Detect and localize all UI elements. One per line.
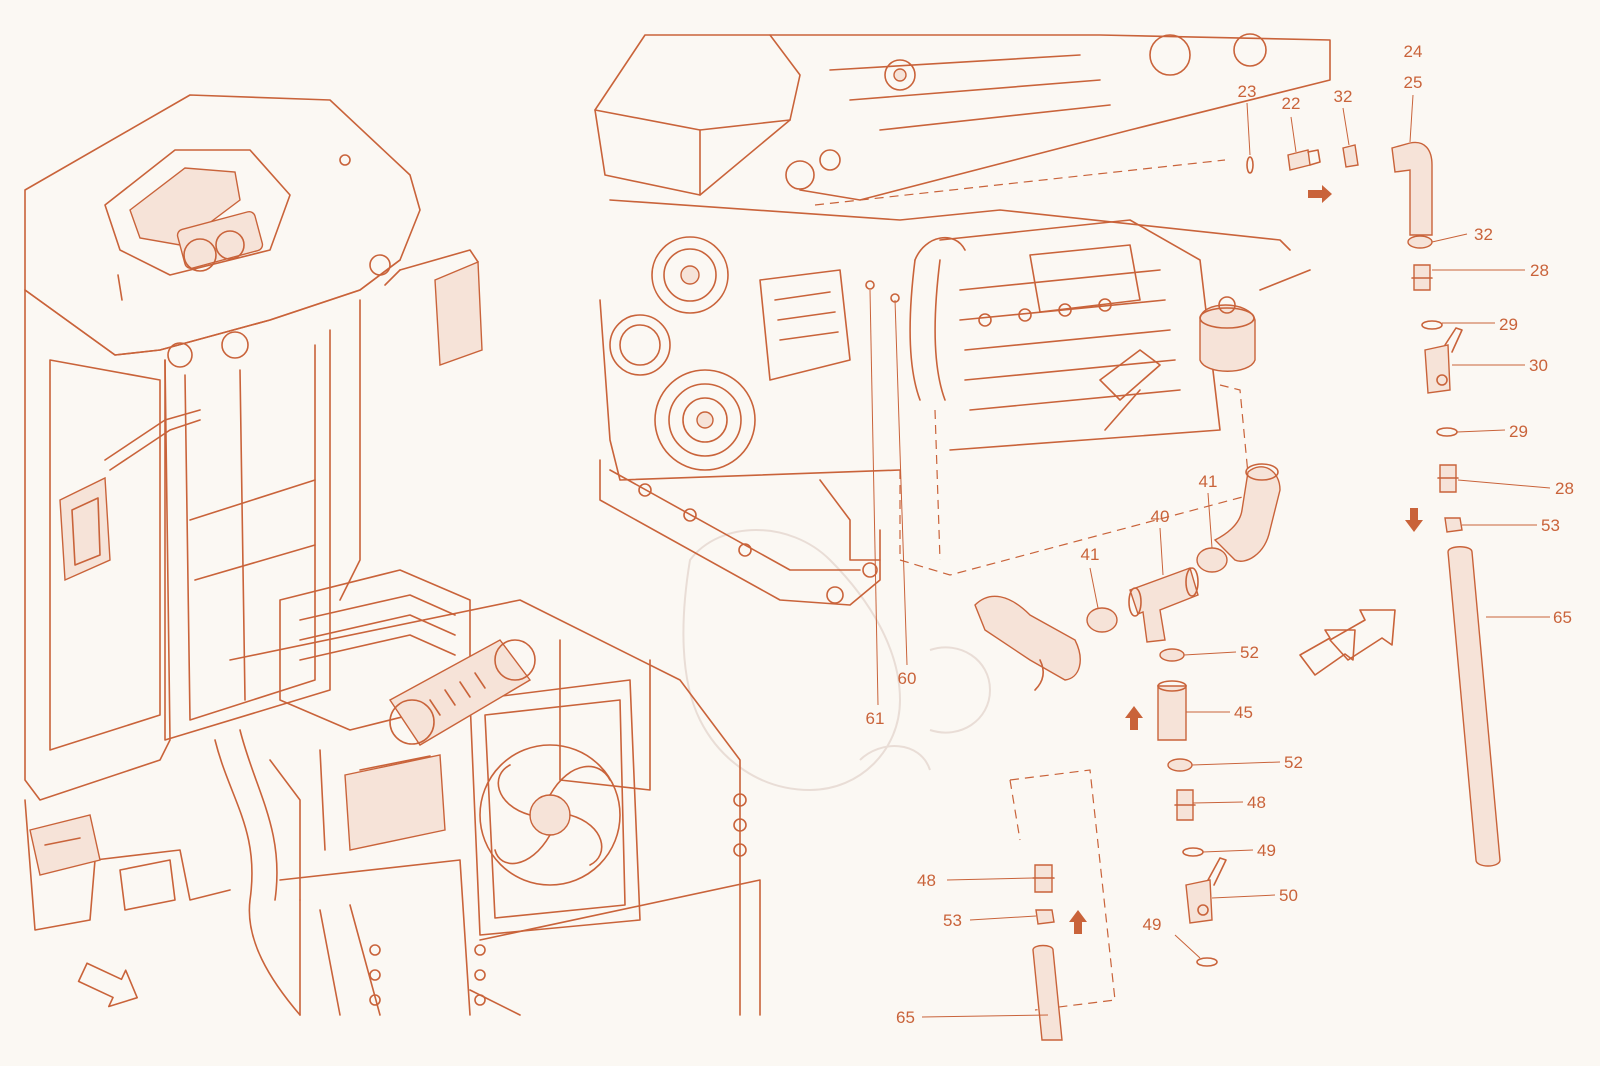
callout-41: 41 bbox=[1081, 545, 1100, 564]
callout-60: 60 bbox=[898, 669, 917, 688]
arrow-up bbox=[1125, 706, 1143, 730]
view-arrow-front bbox=[77, 962, 138, 1008]
callout-65: 65 bbox=[1553, 608, 1572, 627]
callout-41: 41 bbox=[1199, 472, 1218, 491]
flow-arrows bbox=[1069, 185, 1423, 934]
callout-49: 49 bbox=[1143, 915, 1162, 934]
callout-40: 40 bbox=[1151, 507, 1170, 526]
callout-23: 23 bbox=[1238, 82, 1257, 101]
callout-52: 52 bbox=[1240, 643, 1259, 662]
callout-29: 29 bbox=[1499, 315, 1518, 334]
callout-53: 53 bbox=[943, 911, 962, 930]
callout-32: 32 bbox=[1334, 87, 1353, 106]
dashed-assembly-lines bbox=[814, 159, 1251, 1011]
callout-52: 52 bbox=[1284, 753, 1303, 772]
callout-48: 48 bbox=[917, 871, 936, 890]
callout-50: 50 bbox=[1279, 886, 1298, 905]
callout-28: 28 bbox=[1530, 261, 1549, 280]
callout-25: 25 bbox=[1404, 73, 1423, 92]
arrow-down bbox=[1405, 508, 1423, 532]
machine-cab-illustration bbox=[24, 94, 483, 931]
callout-29: 29 bbox=[1509, 422, 1528, 441]
callout-65: 65 bbox=[896, 1008, 915, 1027]
callout-24: 24 bbox=[1404, 42, 1423, 61]
arrow-right bbox=[1308, 185, 1332, 203]
view-arrow-rear bbox=[1299, 609, 1396, 676]
callout-32: 32 bbox=[1474, 225, 1493, 244]
engine-closeup-illustration bbox=[594, 33, 1331, 606]
callout-45: 45 bbox=[1234, 703, 1253, 722]
watermark-mascot bbox=[682, 529, 992, 792]
arrow-up bbox=[1069, 910, 1087, 934]
engine-bay-illustration bbox=[214, 569, 761, 1016]
callout-48: 48 bbox=[1247, 793, 1266, 812]
callout-49: 49 bbox=[1257, 841, 1276, 860]
callout-22: 22 bbox=[1282, 94, 1301, 113]
callout-labels: 24 25 23 22 32 32 28 29 30 29 28 53 65 4… bbox=[866, 42, 1574, 1027]
callout-30: 30 bbox=[1529, 356, 1548, 375]
callout-61: 61 bbox=[866, 709, 885, 728]
exploded-parts bbox=[974, 141, 1501, 1041]
callout-28: 28 bbox=[1555, 479, 1574, 498]
callout-53: 53 bbox=[1541, 516, 1560, 535]
leader-lines bbox=[869, 94, 1551, 1018]
